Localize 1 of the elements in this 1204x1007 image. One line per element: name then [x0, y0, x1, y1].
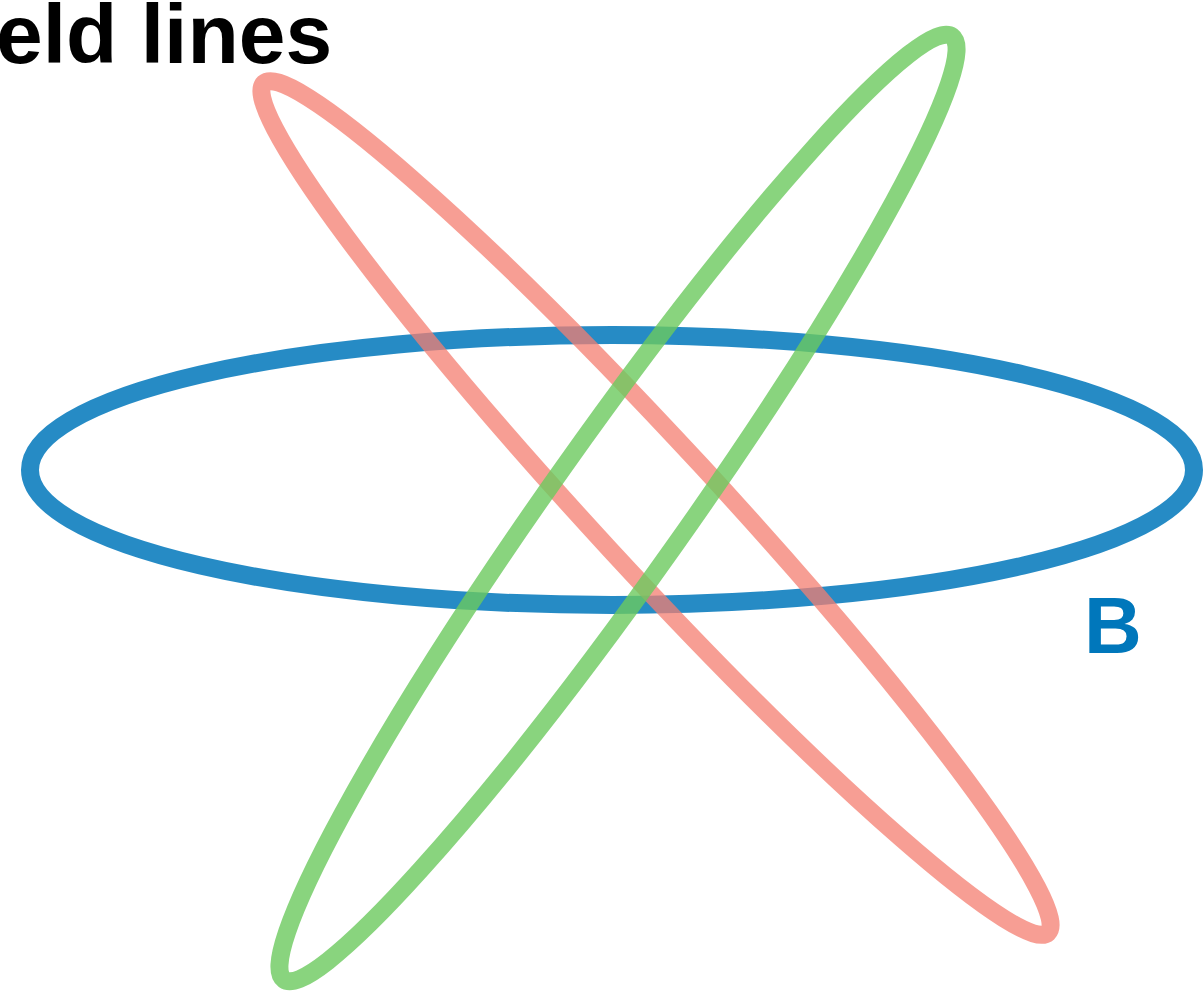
field-symbol-label: B	[1084, 586, 1142, 666]
